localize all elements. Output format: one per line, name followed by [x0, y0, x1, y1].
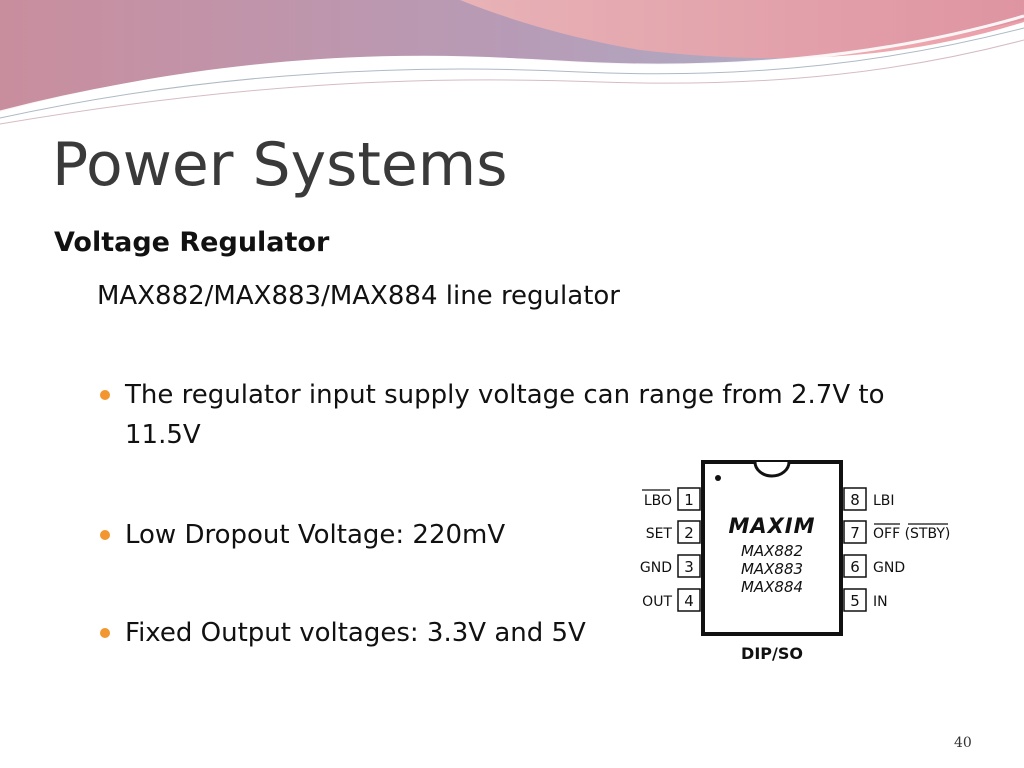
pin-number: 4	[684, 592, 694, 610]
pin-box	[677, 487, 701, 511]
pin-label: GND	[873, 560, 905, 576]
bullet-item: The regulator input supply voltage can r…	[100, 375, 920, 455]
pin-box	[843, 588, 867, 612]
part-number: MAX882	[741, 542, 803, 560]
pin-number: 2	[684, 524, 694, 542]
lead-line: MAX882/MAX883/MAX884 line regulator	[97, 281, 620, 311]
pin-number: 8	[850, 491, 860, 509]
ic-notch	[753, 461, 791, 478]
ic-body	[701, 460, 843, 636]
pin1-marker-dot	[715, 475, 721, 481]
part-number: MAX883	[741, 560, 803, 578]
bullet-dot-icon	[100, 628, 110, 638]
slide-title: Power Systems	[52, 130, 508, 200]
bullet-text: Low Dropout Voltage: 220mV	[125, 520, 506, 550]
bullet-text: Fixed Output voltages: 3.3V and 5V	[125, 618, 586, 648]
package-label: DIP/SO	[741, 644, 803, 663]
pinout-diagram: 1 2 3 4 8 7 6 5 LBO SET GND OUT LBI OFF …	[640, 460, 950, 663]
decorative-header-banner	[0, 0, 1024, 125]
bullet-dot-icon	[100, 390, 110, 400]
pin-box	[843, 554, 867, 578]
section-subtitle: Voltage Regulator	[54, 227, 330, 258]
pin-label: OFF (STBY)	[873, 526, 950, 542]
pin-number: 3	[684, 558, 694, 576]
page-number: 40	[954, 735, 972, 751]
pin-label: GND	[640, 560, 672, 576]
bullet-text: The regulator input supply voltage can r…	[125, 380, 885, 450]
pin-label: OUT	[642, 594, 672, 610]
pin-label: LBI	[873, 493, 895, 509]
pin-box	[677, 588, 701, 612]
bullet-item: Low Dropout Voltage: 220mV	[100, 515, 580, 555]
pin-number: 1	[684, 491, 694, 509]
part-number: MAX884	[741, 578, 803, 596]
pin-number: 6	[850, 558, 860, 576]
pin-label: SET	[646, 526, 673, 542]
pin-box	[843, 487, 867, 511]
pin-label: IN	[873, 594, 888, 610]
bullet-item: Fixed Output voltages: 3.3V and 5V	[100, 613, 620, 653]
pin-box	[843, 520, 867, 544]
pin-box	[677, 554, 701, 578]
pin-number: 7	[850, 524, 860, 542]
pin-box	[677, 520, 701, 544]
bullet-dot-icon	[100, 530, 110, 540]
pin-label: LBO	[644, 493, 672, 509]
pin-number: 5	[850, 592, 860, 610]
maxim-logo: MAXIM	[728, 514, 815, 538]
